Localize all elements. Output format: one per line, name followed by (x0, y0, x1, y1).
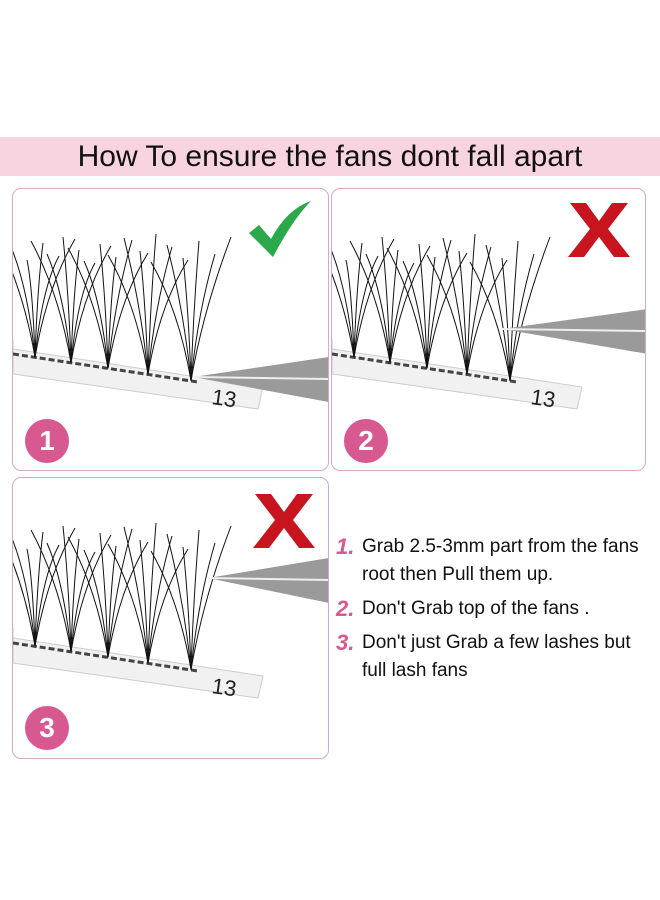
step-text: Don't just Grab a few lashes but full la… (362, 632, 631, 681)
lash-fan (349, 236, 431, 363)
lash-fan (107, 522, 189, 664)
step-number: 2. (336, 596, 355, 621)
step-number-badge: 2 (344, 419, 388, 463)
lash-fan (30, 236, 112, 363)
panel-step-3: 13 3 (12, 477, 329, 759)
cross-mark-icon (568, 203, 630, 257)
step-text: Grab 2.5-3mm part from the fans root the… (362, 536, 639, 585)
tray-label: 13 (210, 384, 238, 412)
lash-fan (67, 528, 149, 658)
step-number: 3. (336, 630, 355, 655)
instruction-item: 2. Don't Grab top of the fans . (336, 595, 656, 623)
lash-fan (67, 239, 149, 369)
lash-fan (30, 525, 112, 652)
check-mark-icon (249, 201, 311, 257)
lash-fan (426, 233, 508, 375)
lash-tray-illustration: 13 (13, 522, 328, 701)
tray-label: 13 (529, 384, 557, 412)
lash-fan (386, 239, 468, 369)
step-text: Don't Grab top of the fans . (362, 598, 590, 619)
tweezers (502, 309, 645, 354)
strip-base-line (13, 641, 199, 673)
lash-tray-illustration: 13 (13, 233, 328, 412)
tweezers (193, 357, 328, 402)
strip-base-line (13, 352, 199, 384)
lash-fan (469, 236, 551, 381)
page-title: How To ensure the fans dont fall apart (0, 137, 660, 176)
step-number-badge: 1 (25, 419, 69, 463)
lash-fan (332, 238, 395, 358)
lash-fan (13, 527, 76, 647)
panel-step-1: 13 1 (12, 188, 329, 471)
panel-step-2: 13 2 (331, 188, 646, 471)
lash-fan (150, 236, 232, 381)
strip-base-line (332, 352, 518, 384)
step-number-badge: 3 (25, 706, 69, 750)
instruction-item: 3. Don't just Grab a few lashes but full … (336, 629, 656, 685)
tweezers (208, 558, 328, 603)
cross-mark-icon (253, 494, 315, 548)
lash-fan (107, 233, 189, 375)
step-number: 1. (336, 534, 355, 559)
lash-tray-illustration: 13 (332, 233, 645, 412)
lash-fan (13, 238, 76, 358)
instructions-list: 1. Grab 2.5-3mm part from the fans root t… (336, 533, 656, 691)
instruction-item: 1. Grab 2.5-3mm part from the fans root t… (336, 533, 656, 589)
tray-label: 13 (210, 673, 238, 701)
lash-fan (150, 525, 232, 670)
